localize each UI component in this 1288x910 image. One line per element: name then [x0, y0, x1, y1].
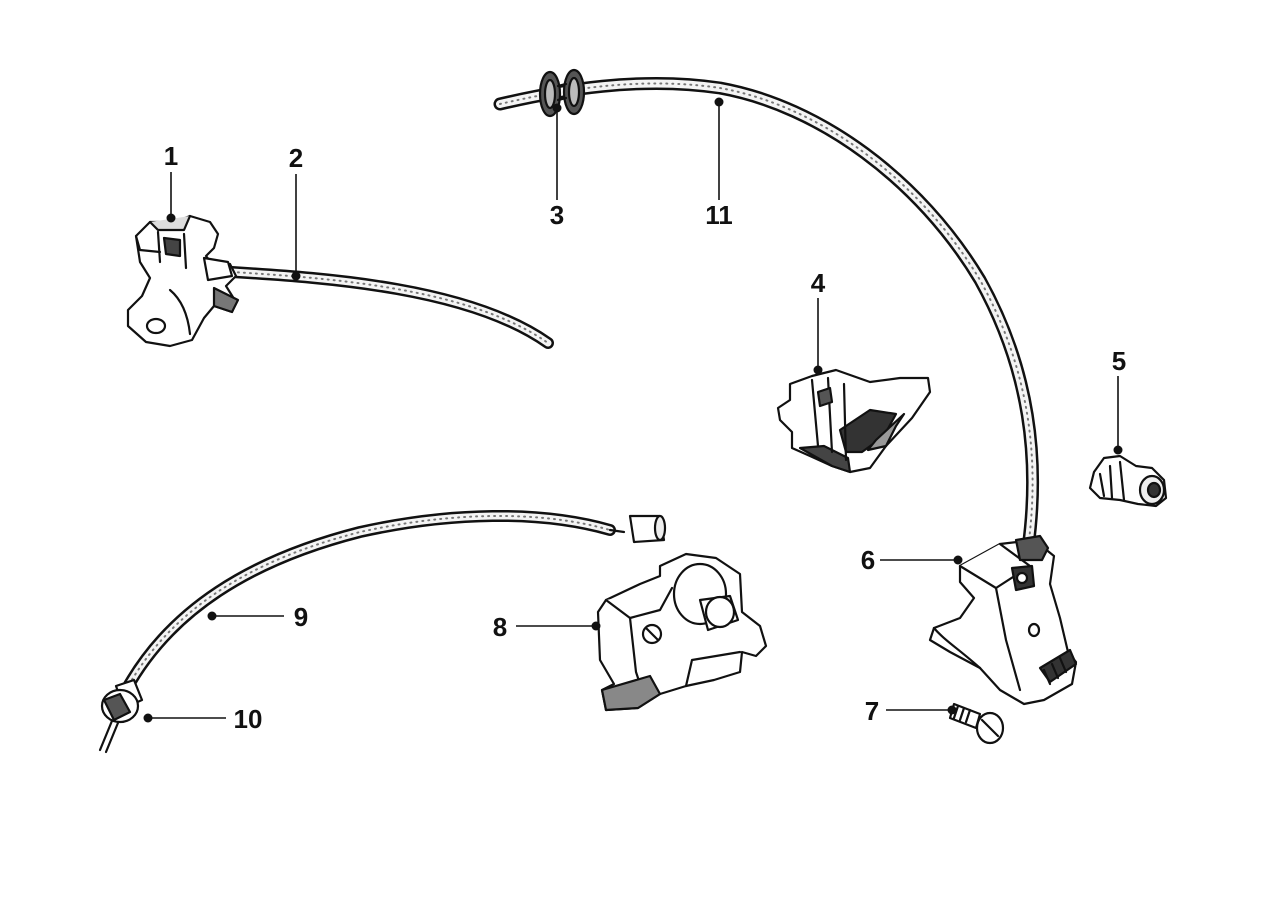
leader-lines [143, 97, 1123, 723]
part-7-screw [948, 702, 1005, 745]
part-5-end-cap [1088, 454, 1168, 508]
callout-3: 3 [550, 200, 564, 230]
part-1-clamp [126, 214, 240, 348]
leader-dot-10 [143, 713, 153, 723]
callout-2: 2 [289, 143, 303, 173]
callout-5: 5 [1112, 346, 1126, 376]
callout-6: 6 [861, 545, 875, 575]
callout-1: 1 [164, 141, 178, 171]
leader-dot-9 [207, 611, 217, 621]
callout-11: 11 [705, 200, 733, 230]
leader-dot-8 [591, 621, 601, 631]
part-10-adjuster [100, 678, 144, 724]
callout-10: 10 [234, 704, 263, 734]
leader-dot-3 [552, 103, 562, 113]
leader-dot-11 [714, 97, 724, 107]
part-9-cable [98, 510, 667, 754]
callout-4: 4 [811, 268, 826, 298]
part-8-shifter [596, 552, 768, 712]
leader-dot-2 [291, 271, 301, 281]
leader-dot-1 [166, 213, 176, 223]
part-11-cable [493, 76, 1040, 555]
part-2-cable [226, 266, 554, 349]
leader-dot-7 [947, 705, 957, 715]
part-6-clamp [928, 534, 1078, 706]
leader-dot-4 [813, 365, 823, 375]
callout-7: 7 [865, 696, 879, 726]
leader-dot-5 [1113, 445, 1123, 455]
callout-8: 8 [493, 612, 507, 642]
part-4-cover [776, 368, 932, 474]
callout-labels: 1 2 3 4 5 6 7 8 9 10 11 [164, 141, 1126, 734]
callout-9: 9 [294, 602, 308, 632]
leader-dot-6 [953, 555, 963, 565]
part-3-grommet [538, 68, 586, 118]
